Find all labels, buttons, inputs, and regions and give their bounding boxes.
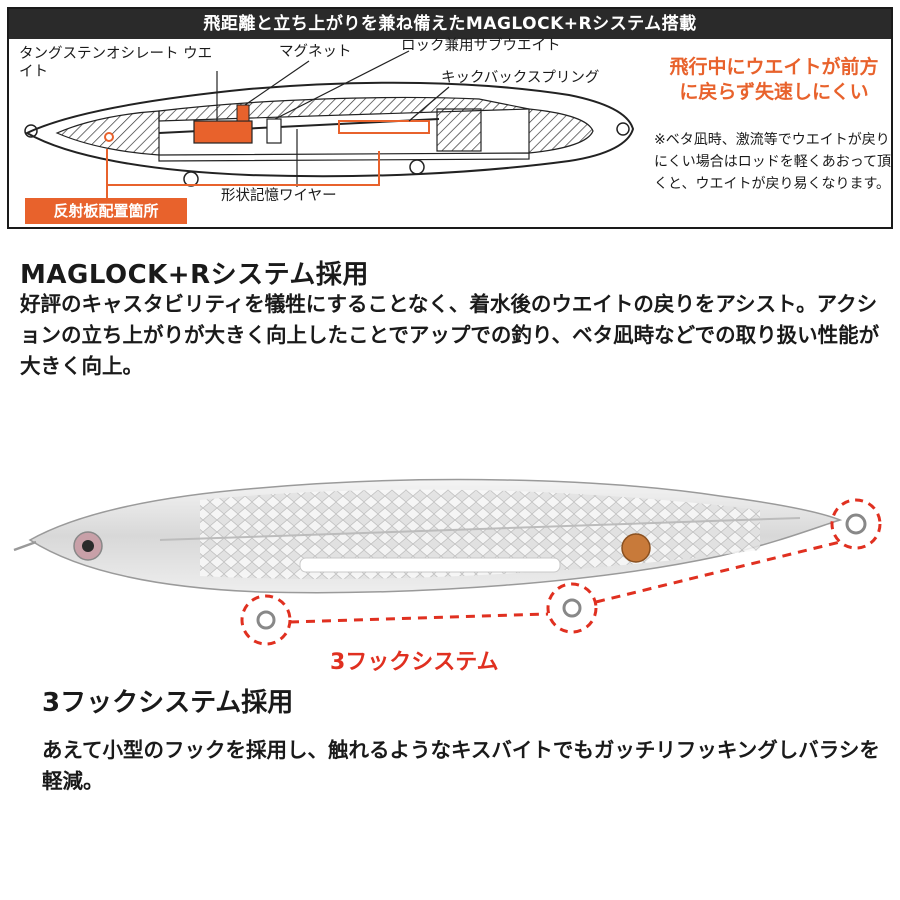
section1-heading: MAGLOCK+Rシステム採用 — [20, 260, 369, 290]
rear-weight-box — [436, 108, 482, 152]
usage-note: ※ベタ凪時、激流等でウエイトが戻りにくい場合はロッドを軽くあおって頂くと、ウエイ… — [654, 132, 892, 192]
hook-system-caption: 3フックシステム — [330, 650, 499, 675]
section1-body: 好評のキャスタビリティを犠牲にすることなく、着水後のウエイトの戻りをアシスト。ア… — [20, 292, 880, 378]
lure-scale-pattern — [200, 489, 760, 579]
nose-eye-ring — [24, 124, 38, 138]
hook-highlight-front — [240, 594, 292, 646]
warning-line-1: 飛行中にウエイトが前方 — [669, 56, 879, 78]
warning-text: 飛行中にウエイトが前方 に戻らず失速しにくい — [649, 55, 891, 105]
hook-connector-1 — [289, 612, 549, 624]
tungsten-weight — [193, 120, 253, 144]
hook-highlight-rear — [546, 582, 598, 634]
label-magnet: マグネット — [279, 44, 352, 60]
label-shape-memory-wire: 形状記憶ワイヤー — [221, 188, 337, 204]
label-kickback-spring: キックバックスプリング — [441, 70, 600, 86]
lure-cross-section-diagram — [24, 50, 635, 199]
belly-hook-eye-front — [256, 610, 276, 630]
belly-hanger-front — [183, 171, 199, 187]
leader-reflector-branch — [107, 151, 380, 186]
leader-subweight — [274, 50, 410, 120]
belly-channel — [158, 152, 530, 162]
leader-magnet — [244, 60, 310, 106]
hook-highlight-tail — [830, 498, 882, 550]
kickback-spring — [338, 120, 430, 134]
section2-heading: 3フックシステム採用 — [42, 688, 294, 718]
eye-circle — [104, 132, 114, 142]
tail-hook-eye — [845, 513, 867, 535]
label-sub-weight: ロック兼用サブウエイト — [401, 38, 561, 54]
hook-connector-2 — [595, 540, 841, 604]
diagram-banner: 飛距離と立ち上がりを兼ね備えたMAGLOCK+Rシステム搭載 — [9, 9, 891, 39]
label-tungsten-weight: タングステンオシレート ウエイト — [19, 46, 213, 80]
lure-inner-strip — [299, 557, 561, 573]
internal-structure-panel: 飛距離と立ち上がりを兼ね備えたMAGLOCK+Rシステム搭載 — [7, 7, 893, 229]
line-tie — [13, 540, 37, 552]
sub-weight — [266, 118, 282, 144]
lure-pupil — [82, 540, 94, 552]
magnet-block — [236, 104, 250, 122]
leader-kickback — [408, 86, 450, 122]
hatched-top-wall — [158, 96, 530, 122]
rattle-ball — [621, 533, 651, 563]
lure-photo — [13, 478, 882, 646]
section2-body: あえて小型のフックを採用し、触れるようなキスバイトでもガッチリフッキングしバラシ… — [42, 738, 880, 793]
tail-eye-ring — [616, 122, 630, 136]
label-reflector: 反射板配置箇所 — [25, 198, 187, 224]
warning-line-2: に戻らず失速しにくい — [679, 81, 869, 103]
belly-hook-eye-rear — [562, 598, 582, 618]
belly-hanger-rear — [409, 159, 425, 175]
hatched-tail — [528, 108, 594, 154]
lure-split-line — [159, 517, 801, 541]
